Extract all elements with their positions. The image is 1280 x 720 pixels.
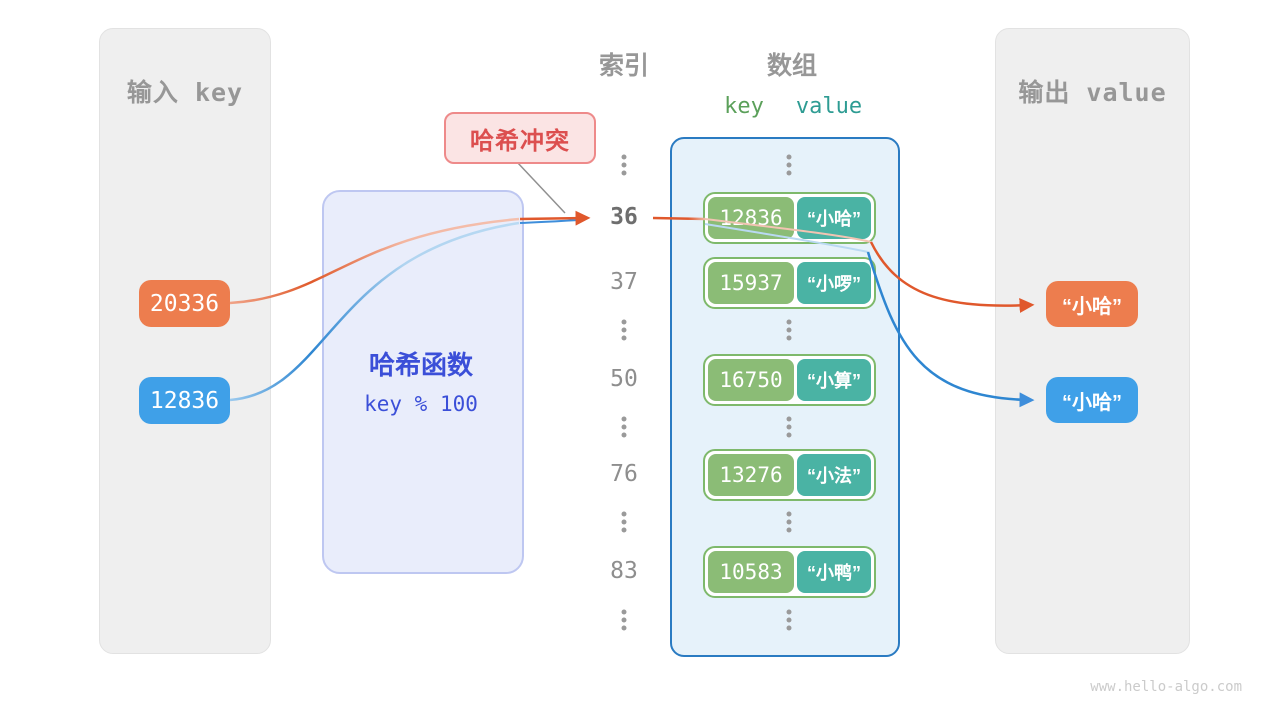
array-row: 16750 “小算” (703, 354, 876, 406)
array-value-cell: “小哈” (797, 197, 871, 239)
output-panel-title: 输出 value (1018, 78, 1167, 107)
array-value-cell: “小啰” (797, 262, 871, 304)
index-value-83: 83 (610, 558, 638, 584)
input-key-20336: 20336 (139, 280, 230, 327)
array-ellipsis-dots (786, 416, 792, 438)
index-ellipsis-dots (621, 609, 627, 631)
index-ellipsis-dots (621, 511, 627, 533)
input-panel-title: 输入 key (126, 78, 244, 107)
watermark: www.hello-algo.com (1090, 679, 1242, 695)
array-key-cell: 16750 (708, 359, 794, 401)
hash-function-formula: key % 100 (364, 392, 478, 416)
key-column-label: key (724, 94, 764, 119)
array-value-cell: “小法” (797, 454, 871, 496)
array-key-cell: 15937 (708, 262, 794, 304)
collision-pointer-line (516, 161, 566, 214)
array-ellipsis-dots (786, 319, 792, 341)
output-panel: 输出 value (995, 28, 1190, 654)
array-row: 12836 “小哈” (703, 192, 876, 244)
hash-function-box (322, 190, 524, 574)
input-key-12836: 12836 (139, 377, 230, 424)
input-panel: 输入 key (99, 28, 271, 654)
array-key-cell: 10583 (708, 551, 794, 593)
array-value-cell: “小鸭” (797, 551, 871, 593)
index-ellipsis-dots (621, 154, 627, 176)
array-ellipsis-dots (786, 609, 792, 631)
hash-collision-label: 哈希冲突 (444, 112, 596, 164)
array-key-cell: 12836 (708, 197, 794, 239)
array-ellipsis-dots (786, 154, 792, 176)
index-ellipsis-dots (621, 416, 627, 438)
value-column-label: value (795, 94, 863, 119)
array-row: 10583 “小鸭” (703, 546, 876, 598)
hash-function-title: 哈希函数 (368, 350, 473, 380)
index-value-50: 50 (610, 366, 638, 392)
index-value-36: 36 (610, 204, 638, 230)
array-row: 13276 “小法” (703, 449, 876, 501)
index-ellipsis-dots (621, 319, 627, 341)
index-value-76: 76 (610, 461, 638, 487)
array-column-header: 数组 (766, 52, 818, 80)
array-row: 15937 “小啰” (703, 257, 876, 309)
output-value-blue: “小哈” (1046, 377, 1138, 423)
index-value-37: 37 (610, 269, 638, 295)
arrow-to-index36 (519, 210, 591, 226)
output-value-orange: “小哈” (1046, 281, 1138, 327)
array-key-cell: 13276 (708, 454, 794, 496)
array-value-cell: “小算” (797, 359, 871, 401)
curve-blue-to-index36 (519, 219, 581, 224)
array-ellipsis-dots (786, 511, 792, 533)
index-column-header: 索引 (598, 52, 650, 80)
